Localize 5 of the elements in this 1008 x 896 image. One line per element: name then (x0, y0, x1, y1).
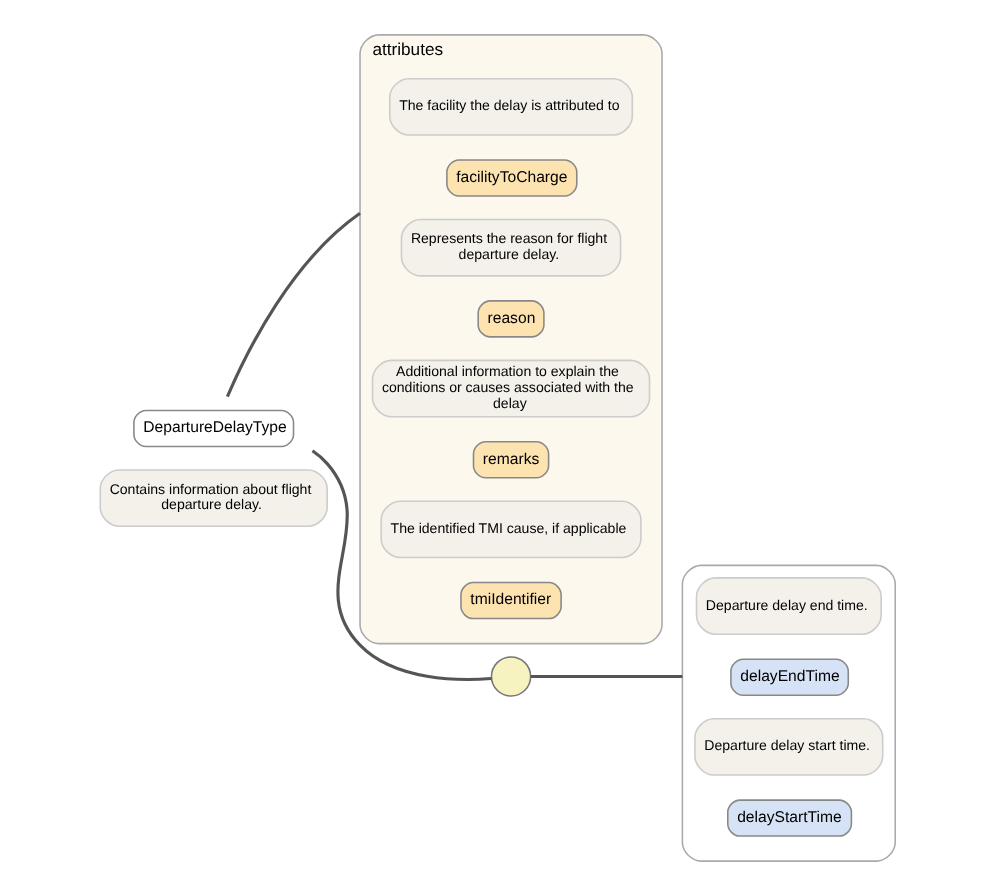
connector (311, 449, 492, 681)
node-circle (490, 656, 532, 697)
connector (225, 212, 361, 398)
cluster (681, 564, 896, 862)
connector (530, 674, 683, 679)
